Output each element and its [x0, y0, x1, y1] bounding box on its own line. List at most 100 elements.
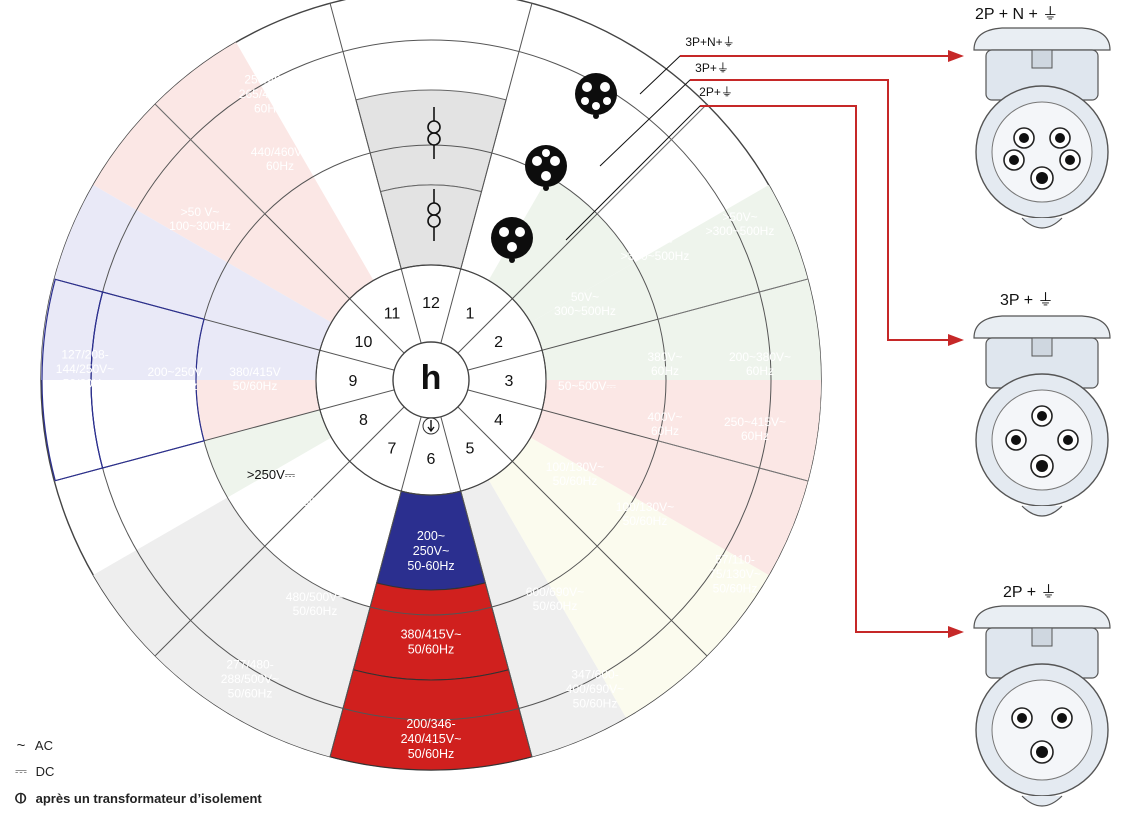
callout-lines: 3P+N+⏚ 3P+⏚ 2P+⏚: [565, 35, 964, 638]
plug-face-4pin-icon: [525, 145, 567, 191]
faint-voltage-label: 100/130V~50/60Hz: [616, 500, 674, 528]
socket-5pin: [973, 27, 1111, 229]
hour-label: 2: [494, 334, 503, 351]
ring-label-8: >250V⎓: [247, 467, 295, 482]
faint-voltage-label: 200~380V~60Hz: [729, 350, 791, 378]
socket-lid: [973, 315, 1111, 339]
hub-letter: h: [421, 359, 442, 397]
hour-label: 11: [384, 306, 401, 323]
hour-label: 12: [422, 295, 440, 312]
faint-sector: [460, 479, 549, 607]
hour-label: 8: [359, 412, 368, 429]
faint-voltage-label: 100/130V~50/60Hz: [546, 460, 604, 488]
hour-label: 5: [466, 441, 475, 458]
legend-ac-label: AC: [34, 738, 53, 753]
socket-insert: [991, 679, 1093, 781]
radial-divider: [154, 406, 405, 657]
faint-voltage-label: 400V~60Hz: [647, 410, 682, 438]
callout-label: 3P+⏚: [695, 61, 729, 75]
socket-pin: [1019, 133, 1029, 143]
faint-voltage-label: 127/208-144/250V~50/60Hz: [56, 348, 114, 391]
hour-label: 10: [355, 334, 373, 351]
socket-pin: [1011, 435, 1021, 445]
hour-ring: [315, 264, 547, 496]
hour-label: 7: [388, 441, 397, 458]
voltage-wheel: 250/400-265/460V~60Hz 440/460V~60Hz >50 V~…: [40, 0, 822, 771]
faint-sector: [530, 262, 666, 380]
socket-pin: [1057, 713, 1067, 723]
faint-sector: [196, 262, 332, 380]
isolation-transformer-icon: [427, 107, 441, 159]
faint-voltage-label: >50 V~100~300Hz: [169, 205, 231, 233]
plug-face-5pin-icon: [575, 73, 617, 119]
socket-insert: [991, 101, 1093, 203]
outer-divider: [154, 103, 266, 215]
faint-voltage-label: 57/110-75/130V~50/60Hz: [709, 553, 761, 596]
socket-hinge: [1031, 337, 1053, 357]
hour-label: 4: [494, 412, 503, 429]
socket-pin: [1037, 411, 1047, 421]
socket-insert: [991, 389, 1093, 491]
callout-label: 2P+⏚: [699, 85, 733, 99]
legend-isolation: ⦶ après un transformateur d’isolement: [10, 790, 262, 807]
socket-pin: [1036, 460, 1048, 472]
outer-divider: [657, 278, 808, 320]
blue-sector-outline: [90, 291, 205, 469]
radial-divider: [440, 416, 533, 757]
outer-divider: [596, 103, 708, 215]
faint-voltage-label: 50V~300~500Hz: [554, 290, 616, 318]
faint-voltage-label: 277/480-288/500V~50/60Hz: [221, 658, 279, 701]
isolation-transformer-icon: ⦶: [15, 790, 27, 807]
highlight-voltage-label: 380/415V~50/60Hz: [401, 628, 462, 657]
faint-sector: [530, 409, 658, 498]
faint-voltage-label: 347/600-400/690V~50/60Hz: [566, 668, 624, 711]
faint-sector: [634, 440, 808, 575]
isolation-transformer-icon: [427, 189, 441, 241]
socket-lid: [973, 27, 1111, 51]
legend-ac: ~ AC: [10, 737, 53, 754]
arrow-head-icon: [948, 626, 964, 638]
isolation-sector-outer: [355, 89, 507, 193]
plug-face-3pin-icon: [491, 217, 533, 263]
socket-3pin: [973, 605, 1111, 807]
hour-label: 9: [349, 373, 358, 390]
legend-isolation-label: après un transformateur d’isolement: [35, 791, 262, 806]
earth-arrow-icon: [427, 420, 435, 433]
ring-label-3: 50~500V⎓: [558, 379, 616, 393]
radial-divider: [329, 3, 422, 344]
callout-arrow-line: [700, 105, 950, 633]
faint-sector: [41, 185, 228, 380]
hour-label: 1: [466, 306, 475, 323]
socket-pin: [1017, 713, 1027, 723]
faint-voltage-label: 250~415V~60Hz: [724, 415, 786, 443]
callout-label: 3P+N+⏚: [685, 35, 734, 49]
socket-latch: [1021, 795, 1063, 807]
faint-voltage-label: 440/460V~60Hz: [251, 145, 309, 173]
arrow-head-icon: [948, 50, 964, 62]
arrow-head-icon: [948, 334, 964, 346]
faint-sector: [657, 380, 821, 481]
faint-sector: [196, 380, 320, 441]
socket-title-3pin: 2P + ⏚: [1003, 584, 1057, 601]
faint-sector: [634, 185, 821, 380]
socket-pin: [1055, 133, 1065, 143]
socket-illustrations: [973, 27, 1111, 807]
faint-voltage-label: 250/400-265/460V~60Hz: [239, 73, 297, 116]
radial-divider: [329, 416, 422, 757]
outer-divider: [657, 440, 808, 482]
hour-label: 6: [427, 451, 436, 468]
socket-title-5pin: 2P + N + ⏚: [975, 6, 1059, 23]
highlight-voltage-label: 200~250V~50-60Hz: [407, 529, 454, 573]
radial-divider: [457, 406, 708, 657]
socket-pin: [1036, 172, 1048, 184]
dc-symbol-icon: ⎓: [15, 763, 27, 780]
socket-hinge: [1031, 49, 1053, 69]
socket-hinge: [1031, 627, 1053, 647]
faint-voltage-label: 600/690V~50/60Hz: [526, 585, 584, 613]
hour-label: 3: [505, 373, 514, 390]
faint-voltage-label: >50V~>300~500Hz: [621, 235, 690, 263]
radial-divider: [440, 3, 533, 344]
socket-4pin: [973, 315, 1111, 517]
